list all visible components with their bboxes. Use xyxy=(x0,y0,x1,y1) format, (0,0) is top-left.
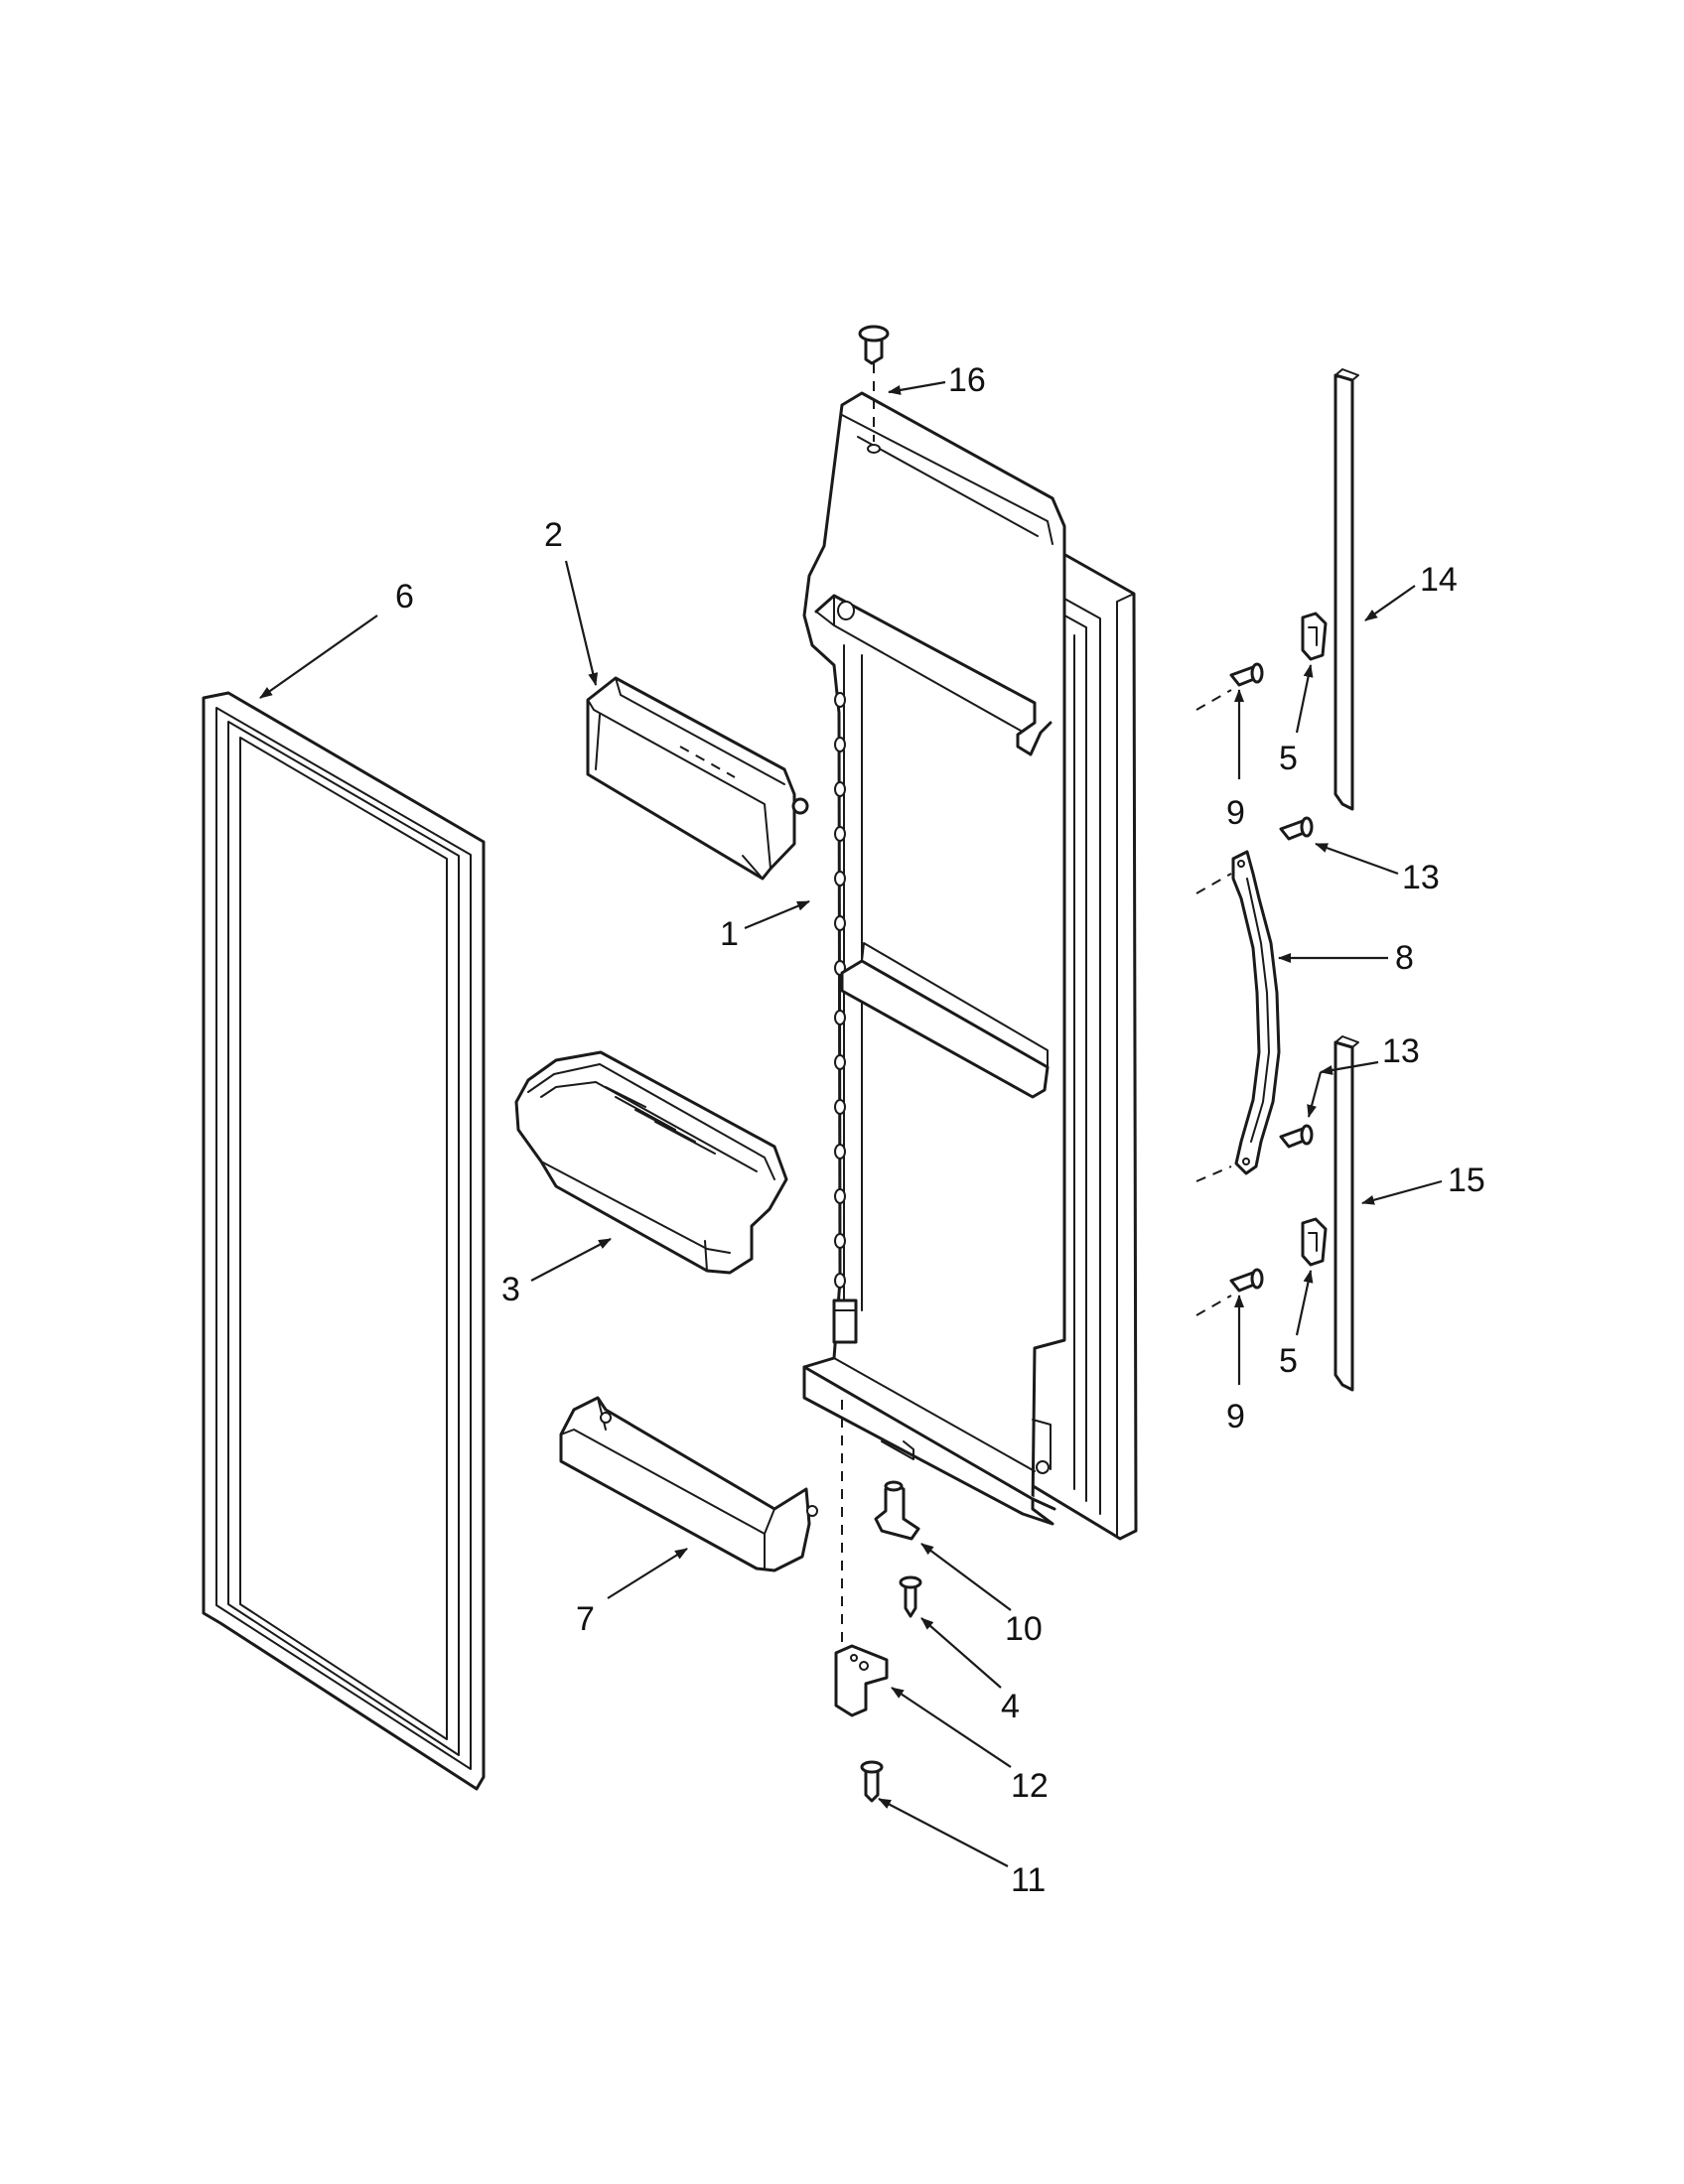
shelf-holes xyxy=(834,692,846,1289)
callout-5-upper: 5 xyxy=(1279,740,1298,777)
dairy-compartment-door xyxy=(586,676,809,881)
leader-lines xyxy=(259,380,1443,1867)
screws xyxy=(1195,662,1314,1316)
callout-4: 4 xyxy=(1001,1688,1020,1725)
door-shelf-rail xyxy=(559,1396,818,1572)
callout-11: 11 xyxy=(1011,1861,1046,1899)
trim-clips xyxy=(1301,612,1328,1267)
door-liner-assembly xyxy=(802,391,1138,1541)
door-bin xyxy=(514,1050,788,1275)
callout-10: 10 xyxy=(1005,1610,1043,1648)
callout-13-lower: 13 xyxy=(1382,1032,1420,1070)
callout-2: 2 xyxy=(544,516,563,554)
hinge-hardware xyxy=(834,1400,922,1803)
callout-14: 14 xyxy=(1420,561,1458,599)
callout-3: 3 xyxy=(501,1271,520,1308)
callout-9-lower: 9 xyxy=(1226,1398,1245,1435)
callout-7: 7 xyxy=(576,1600,595,1638)
callout-6: 6 xyxy=(395,578,414,615)
callout-1: 1 xyxy=(720,915,739,953)
callout-labels: 16 2 6 14 5 9 1 13 8 13 15 3 5 9 10 7 4 … xyxy=(395,361,1485,1899)
callout-15: 15 xyxy=(1448,1161,1485,1199)
callout-16: 16 xyxy=(948,361,986,399)
callout-5-lower: 5 xyxy=(1279,1342,1298,1380)
callout-13-upper: 13 xyxy=(1402,859,1440,896)
callout-9-upper: 9 xyxy=(1226,794,1245,832)
callout-8: 8 xyxy=(1395,939,1414,977)
callout-12: 12 xyxy=(1011,1767,1049,1805)
door-gasket xyxy=(202,691,486,1791)
door-handle xyxy=(1195,850,1281,1182)
door-plug xyxy=(858,325,890,454)
trim-strips xyxy=(1333,368,1359,1392)
